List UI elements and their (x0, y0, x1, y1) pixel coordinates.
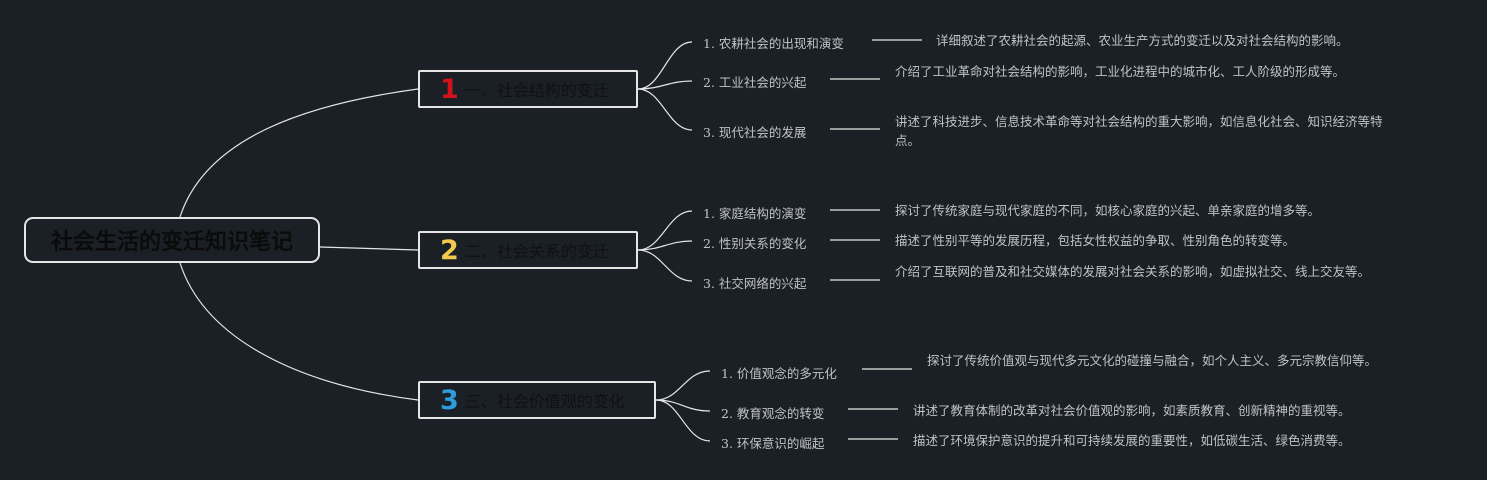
subtopic-2-3[interactable]: 3. 社交网络的兴起 (703, 276, 807, 291)
branch-2[interactable]: 2 二、社会关系的变迁 (418, 231, 638, 269)
subtopic-3-3[interactable]: 3. 环保意识的崛起 (721, 436, 825, 451)
root-title: 社会生活的变迁知识笔记 (50, 230, 293, 255)
branch-label-3: 三、社会价值观的变化 (464, 392, 625, 411)
desc-1-3: 讲述了科技进步、信息技术革命等对社会结构的重大影响，如信息化社会、知识经济等特点… (895, 114, 1383, 148)
subtopic-2-2[interactable]: 2. 性别关系的变化 (703, 236, 807, 251)
desc-1-1: 详细叙述了农耕社会的起源、农业生产方式的变迁以及对社会结构的影响。 (936, 33, 1349, 48)
desc-3-1: 探讨了传统价值观与现代多元文化的碰撞与融合，如个人主义、多元宗教信仰等。 (927, 353, 1378, 368)
connector-root-branch-3 (179, 262, 419, 401)
desc-3-3: 描述了环境保护意识的提升和可持续发展的重要性，如低碳生活、绿色消费等。 (913, 433, 1351, 448)
root-topic[interactable]: 社会生活的变迁知识笔记 (24, 217, 320, 263)
connector-root-branch-2 (319, 246, 419, 251)
connector-b3-i3 (655, 399, 711, 442)
connector-b2-i3 (637, 249, 693, 282)
desc-2-2: 描述了性别平等的发展历程，包括女性权益的争取、性别角色的转变等。 (895, 233, 1296, 248)
subtopic-1-1[interactable]: 1. 农耕社会的出现和演变 (703, 36, 844, 51)
desc-2-1: 探讨了传统家庭与现代家庭的不同，如核心家庭的兴起、单亲家庭的增多等。 (895, 203, 1321, 218)
branch-label-2: 二、社会关系的变迁 (464, 242, 609, 261)
subtopic-3-2[interactable]: 2. 教育观念的转变 (721, 406, 825, 421)
branch-number-2: 2 (440, 234, 459, 266)
connector-b1-i2 (637, 80, 693, 90)
desc-2-3: 介绍了互联网的普及和社交媒体的发展对社会关系的影响，如虚拟社交、线上交友等。 (895, 264, 1371, 279)
desc-3-2: 讲述了教育体制的改革对社会价值观的影响，如素质教育、创新精神的重视等。 (913, 403, 1351, 418)
desc-1-2: 介绍了工业革命对社会结构的影响，工业化进程中的城市化、工人阶级的形成等。 (895, 64, 1346, 79)
subtopic-1-2[interactable]: 2. 工业社会的兴起 (703, 75, 807, 90)
subtopic-3-1[interactable]: 1. 价值观念的多元化 (721, 366, 837, 381)
branch-1[interactable]: 1 一、社会结构的变迁 (418, 70, 638, 108)
branch-number-3: 3 (440, 384, 459, 416)
branch-3[interactable]: 3 三、社会价值观的变化 (418, 381, 656, 419)
connector-b1-i1 (637, 41, 693, 90)
subtopic-2-1[interactable]: 1. 家庭结构的演变 (703, 206, 807, 221)
connector-root-branch-1 (179, 88, 419, 218)
connector-b2-i1 (637, 210, 693, 251)
connector-b2-i2 (637, 240, 693, 251)
subtopic-1-3[interactable]: 3. 现代社会的发展 (703, 125, 807, 140)
connector-b3-i1 (655, 370, 711, 401)
connector-b1-i3 (637, 88, 693, 131)
branch-label-1: 一、社会结构的变迁 (464, 81, 609, 100)
branch-number-1: 1 (440, 73, 459, 105)
